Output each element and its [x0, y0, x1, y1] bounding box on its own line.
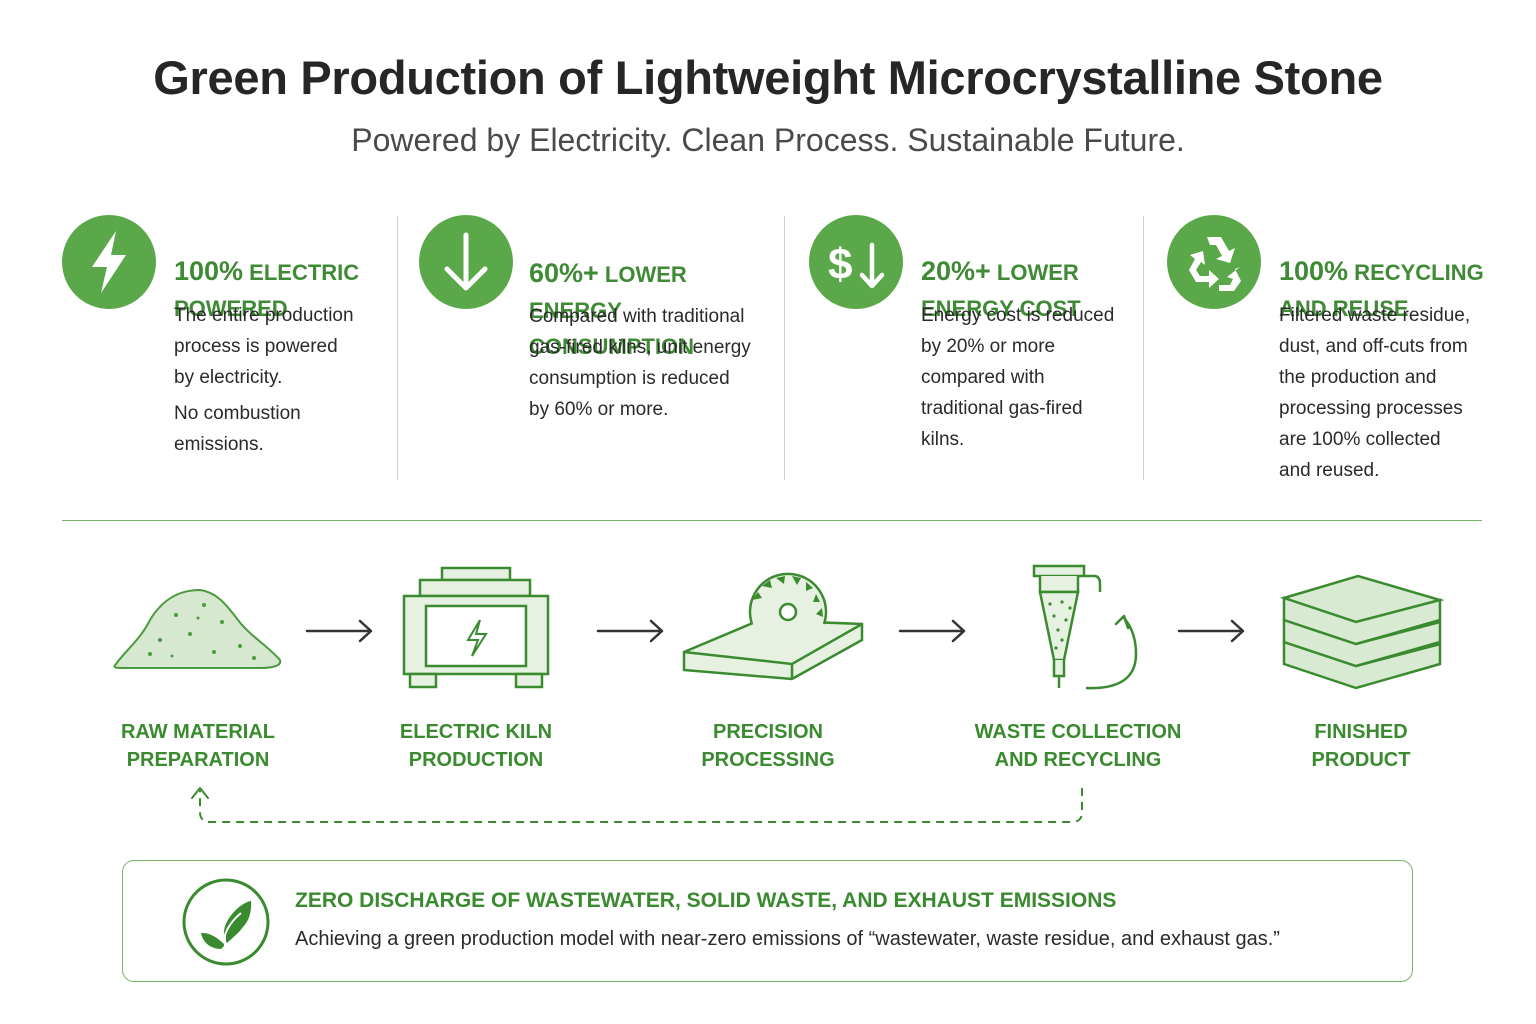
stat-description: Filtered waste residue, dust, and off-cu… — [1279, 305, 1471, 481]
page-title: Green Production of Lightweight Microcry… — [153, 51, 1383, 104]
step-label-precision-processing: PRECISION PROCESSING — [701, 721, 835, 771]
zero-discharge-panel: ZERO DISCHARGE OF WASTEWATER, SOLID WAST… — [122, 860, 1413, 982]
recycle-loop-arrow — [191, 787, 1083, 823]
page-subtitle: Powered by Electricity. Clean Process. S… — [351, 122, 1185, 158]
leaf-icon — [182, 878, 270, 966]
stat-heading: 20%+ LOWER ENERGY COST — [921, 256, 1081, 321]
section-divider — [62, 520, 1482, 521]
stat-heading: 100% RECYCLING AND REUSE — [1279, 256, 1484, 321]
stat-heading: 100% ELECTRIC POWERED — [174, 256, 360, 321]
stat-description: Compared with traditional gas-fired kiln… — [529, 306, 751, 420]
step-label-finished-product: FINISHED PRODUCT — [1311, 721, 1411, 771]
divider — [397, 216, 398, 480]
svg-text:$: $ — [828, 240, 852, 289]
process-flow — [113, 564, 1445, 823]
stat-description: The entire production process is powered… — [174, 305, 354, 388]
saw-blade-icon — [682, 572, 864, 681]
zero-discharge-text: Achieving a green production model with … — [295, 928, 1280, 950]
dollar-down-icon: $ — [809, 215, 903, 309]
stat-heading: 60%+ LOWER ENERGY CONSUMPTION — [529, 258, 694, 359]
stat-recycling: 100% RECYCLING AND REUSE Filtered waste … — [1167, 215, 1497, 485]
stat-note: No combustion emissions. — [174, 403, 301, 455]
step-label-waste-recycling: WASTE COLLECTION AND RECYCLING — [974, 721, 1182, 771]
step-label-electric-kiln: ELECTRIC KILN PRODUCTION — [399, 721, 553, 771]
stat-energy-consumption: 60%+ LOWER ENERGY CONSUMPTION Compared w… — [419, 215, 779, 485]
stat-electric-powered: 100% ELECTRIC POWERED The entire product… — [62, 215, 382, 485]
raw-material-pile-icon — [113, 588, 282, 669]
stat-description: Energy cost is reduced by 20% or more co… — [921, 305, 1115, 450]
divider — [1143, 216, 1144, 480]
arrow-down-icon — [419, 215, 513, 309]
cyclone-collector-icon — [1032, 564, 1138, 690]
recycle-icon — [1167, 215, 1261, 309]
stacked-slabs-icon — [1279, 574, 1445, 690]
lightning-bolt-icon — [62, 215, 156, 309]
divider — [784, 216, 785, 480]
step-label-raw-material: RAW MATERIAL PREPARATION — [120, 721, 276, 771]
electric-kiln-icon — [402, 566, 550, 689]
zero-discharge-title: ZERO DISCHARGE OF WASTEWATER, SOLID WAST… — [295, 889, 1117, 912]
stat-energy-cost: $ 20%+ LOWER ENERGY COST Energy cost is … — [809, 215, 1139, 485]
